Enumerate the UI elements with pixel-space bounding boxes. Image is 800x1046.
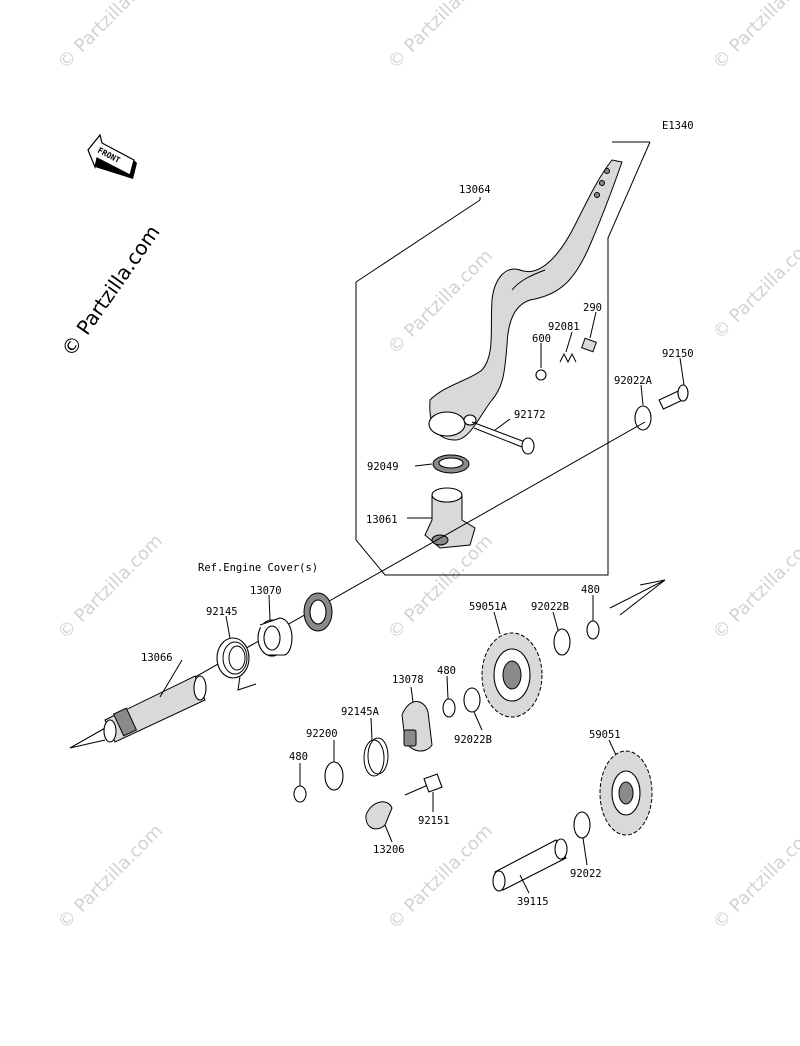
label-290: 290 [583,302,602,314]
leader-lines [159,311,685,894]
label-92151: 92151 [418,815,450,827]
boss-13061 [424,487,476,549]
seal-92049 [432,454,470,474]
arrow-left [69,727,106,749]
label-13061: 13061 [366,514,398,526]
cover-seal [303,592,333,632]
spring-92145A [363,737,389,777]
watermark: © Partzilla.com [54,820,167,933]
shaft-axis-lower [609,579,666,609]
washer-92022B-mid [463,687,481,713]
label-92150: 92150 [662,348,694,360]
label-92022B-mid: 92022B [454,734,492,746]
watermark: © Partzilla.com [384,820,497,933]
label-13070: 13070 [250,585,282,597]
label-13206: 13206 [373,844,405,856]
washer-92200 [324,761,344,791]
bolt-92151 [404,773,443,796]
watermark-main: © Partzilla.com [56,221,164,361]
watermark-layer: © Partzilla.com © Partzilla.com © Partzi… [54,0,800,934]
ratchet-13078 [401,701,433,752]
label-92049: 92049 [367,461,399,473]
watermark: © Partzilla.com [384,245,497,358]
circlip-480-mid [442,698,456,718]
watermark: © Partzilla.com [54,0,167,74]
watermark: © Partzilla.com [54,530,167,643]
label-92172: 92172 [514,409,546,421]
spring-92145 [216,637,257,691]
circlip-480-left [293,785,307,803]
label-59051: 59051 [589,729,621,741]
label-59051A: 59051A [469,601,508,613]
ball-600 [535,369,547,381]
washer-92022B-top [553,628,571,656]
label-92022B-top: 92022B [531,601,569,613]
washer-92022A [634,405,652,431]
label-13078: 13078 [392,674,424,686]
bolt-92172 [471,421,535,455]
label-480-mid: 480 [437,665,456,677]
plug-290 [581,337,597,353]
label-13064: 13064 [459,184,491,196]
label-92022: 92022 [570,868,602,880]
label-92081: 92081 [548,321,580,333]
washer-92022 [573,811,591,839]
diagram-code: E1340 [662,120,694,132]
circlip-480-top [586,620,600,640]
label-39115: 39115 [517,896,549,908]
watermark: © Partzilla.com [384,0,497,74]
label-92145A: 92145A [341,706,380,718]
gear-59051A [481,632,543,718]
spring-92081 [559,352,577,364]
guide-13206 [365,801,393,830]
shaft-13066 [103,675,207,743]
collar-13070 [257,617,293,657]
kick-pedal [428,159,623,441]
part-labels: 13064 290 92081 600 92150 92022A 92172 9… [141,184,694,908]
label-92200: 92200 [306,728,338,740]
watermark: © Partzilla.com [709,530,800,643]
bolt-92150 [658,384,689,410]
label-92145: 92145 [206,606,238,618]
ref-engine-cover: Ref.Engine Cover(s) [198,562,318,574]
watermark: © Partzilla.com [709,820,800,933]
label-13066: 13066 [141,652,173,664]
watermark: © Partzilla.com [709,0,800,74]
assembly-frame [355,141,651,576]
label-480-top: 480 [581,584,600,596]
front-arrow-icon: FRONT [87,133,137,179]
label-600: 600 [532,333,551,345]
pin-39115 [492,838,568,892]
watermark: © Partzilla.com [709,230,800,343]
arrow-right [619,579,666,616]
label-92022A: 92022A [614,375,653,387]
label-480-left: 480 [289,751,308,763]
gear-59051 [599,750,653,836]
